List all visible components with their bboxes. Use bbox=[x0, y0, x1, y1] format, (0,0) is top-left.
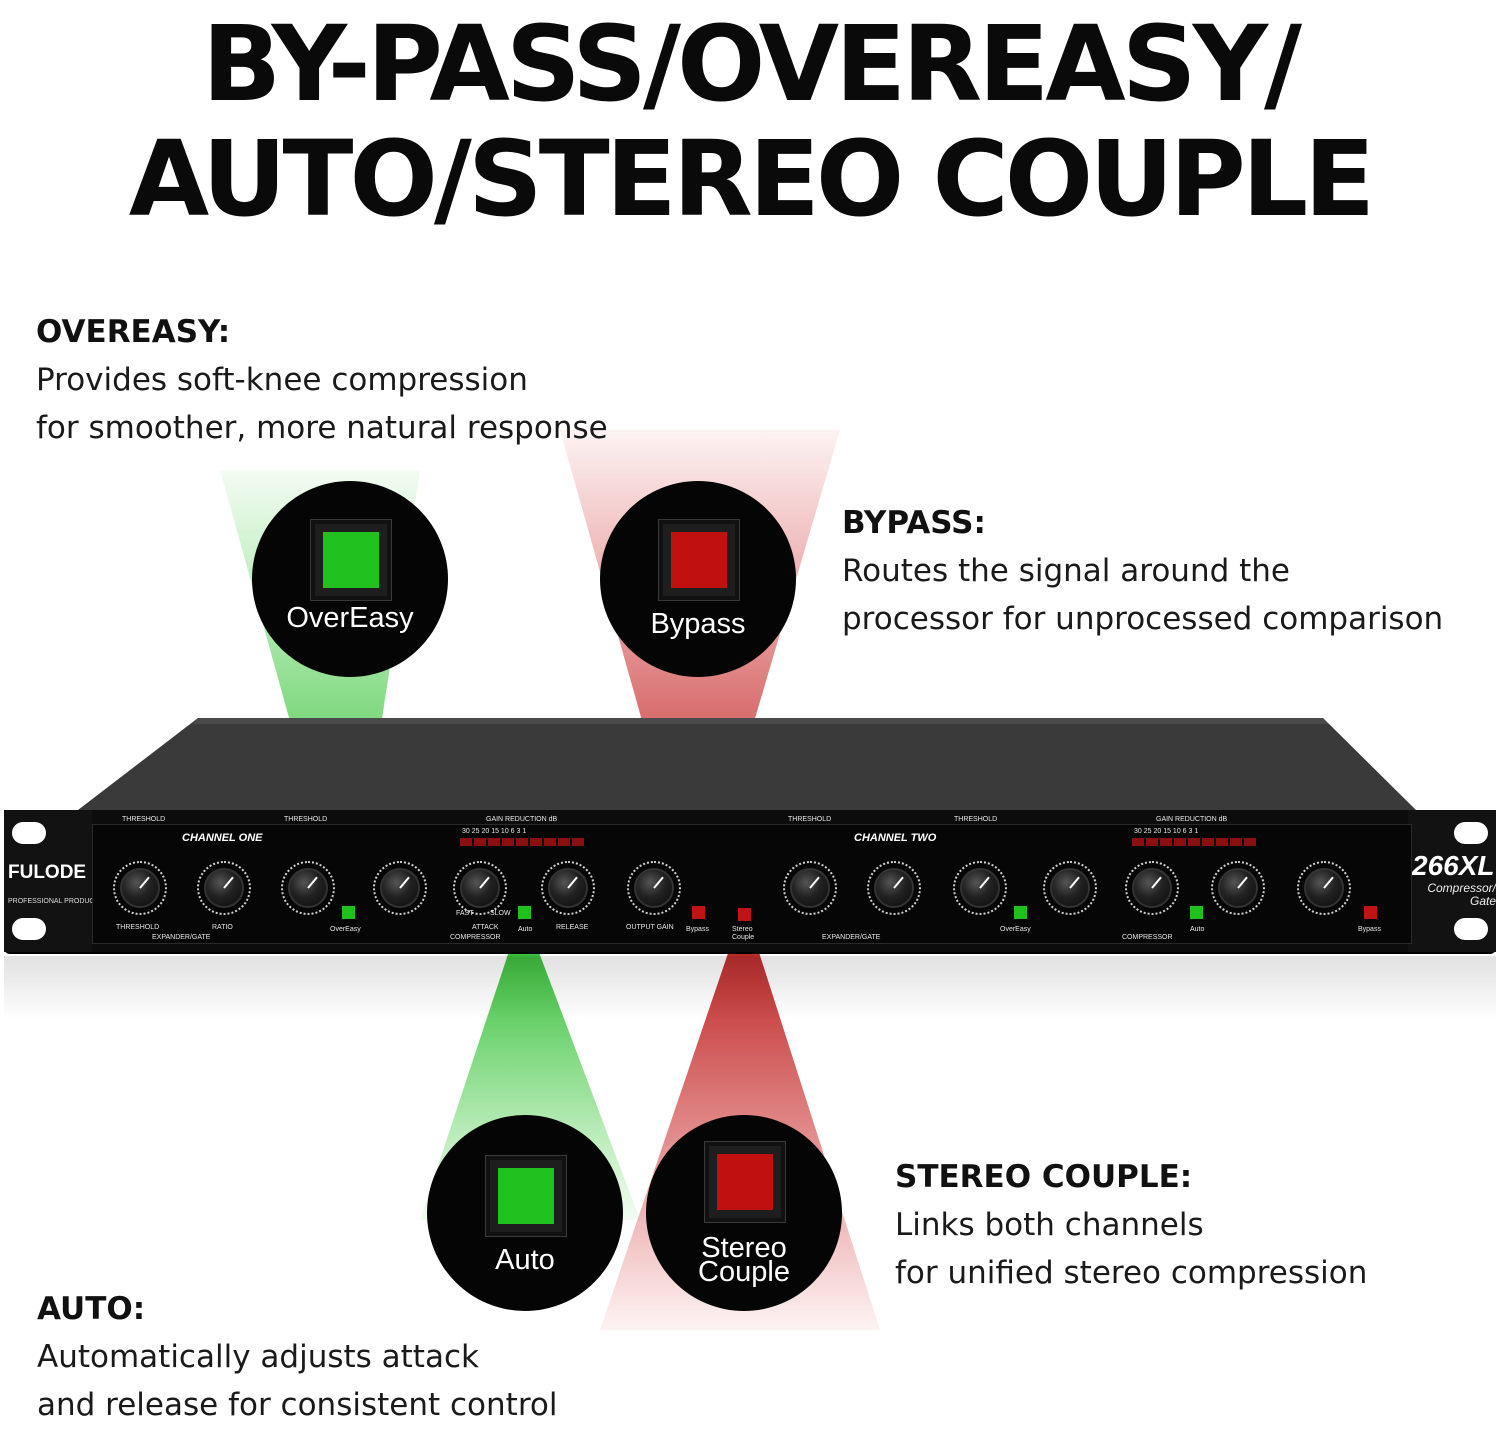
expander-threshold-knob[interactable] bbox=[113, 861, 167, 915]
stereo-couple-callout-label-2: Couple bbox=[698, 1256, 790, 1288]
feature-overeasy-title: OVEREASY: bbox=[36, 314, 231, 350]
release-knob[interactable] bbox=[541, 861, 595, 915]
ratio-caption: RATIO bbox=[212, 924, 233, 931]
ch2-expander-threshold-knob[interactable] bbox=[783, 861, 837, 915]
ch2-overeasy-caption: OverEasy bbox=[1000, 926, 1031, 933]
rack-mount-hole bbox=[1454, 918, 1488, 940]
model-name: 266XL bbox=[1412, 850, 1495, 881]
rack-mount-hole bbox=[12, 822, 46, 844]
compressor-threshold-label: THRESHOLD bbox=[284, 816, 328, 823]
ch2-compressor-threshold-label: THRESHOLD bbox=[954, 816, 998, 823]
ch2-expander-threshold-label: THRESHOLD bbox=[788, 816, 832, 823]
model-subtitle-line-1: Compressor/ bbox=[1427, 881, 1496, 895]
feature-overeasy-line-2: for smoother, more natural response bbox=[36, 410, 608, 446]
bypass-callout-label: Bypass bbox=[650, 608, 746, 640]
auto-callout-label: Auto bbox=[495, 1244, 555, 1276]
bypass-callout: Bypass bbox=[600, 481, 796, 677]
ch2-compressor-ratio-knob[interactable] bbox=[1043, 861, 1097, 915]
ch2-bypass-switch[interactable] bbox=[1364, 906, 1377, 919]
gain-reduction-scale: 30 25 20 15 10 6 3 1 bbox=[462, 828, 527, 835]
brand-subtitle: PROFESSIONAL PRODUCTS bbox=[8, 898, 104, 905]
attack-slow-label: SLOW bbox=[490, 910, 511, 917]
overeasy-callout-label: OverEasy bbox=[286, 602, 414, 634]
headline-line-1: BY-PASS/OVEREASY/ bbox=[201, 3, 1302, 125]
auto-switch[interactable] bbox=[518, 906, 531, 919]
bypass-switch[interactable] bbox=[692, 906, 705, 919]
feature-overeasy-line-1: Provides soft-knee compression bbox=[36, 362, 528, 398]
ch2-overeasy-switch[interactable] bbox=[1014, 906, 1027, 919]
threshold-caption: THRESHOLD bbox=[116, 924, 160, 931]
feature-stereo-couple-line-1: Links both channels bbox=[895, 1207, 1204, 1243]
channel-one-label: CHANNEL ONE bbox=[182, 832, 263, 844]
rack-reflection bbox=[4, 956, 1496, 1020]
ch2-release-knob[interactable] bbox=[1211, 861, 1265, 915]
auto-callout: Auto bbox=[427, 1115, 623, 1311]
attack-fast-label: FAST bbox=[456, 910, 474, 917]
rack-mount-hole bbox=[1454, 822, 1488, 844]
feature-bypass-line-2: processor for unprocessed comparison bbox=[842, 601, 1444, 637]
overeasy-switch[interactable] bbox=[342, 906, 355, 919]
output-gain-caption: OUTPUT GAIN bbox=[626, 924, 674, 931]
stereo-couple-button-icon bbox=[704, 1141, 786, 1223]
brand-logo: FULODE bbox=[8, 862, 87, 883]
ch2-compressor-threshold-knob[interactable] bbox=[953, 861, 1007, 915]
feature-stereo-couple-line-2: for unified stereo compression bbox=[895, 1255, 1368, 1291]
auto-caption: Auto bbox=[518, 926, 533, 933]
attack-knob[interactable] bbox=[453, 861, 507, 915]
feature-auto: AUTO: Automatically adjusts attack and r… bbox=[37, 1291, 557, 1429]
overeasy-callout: OverEasy bbox=[252, 481, 448, 677]
stereo-couple-switch[interactable] bbox=[738, 908, 751, 921]
channel-two-label: CHANNEL TWO bbox=[854, 832, 937, 844]
rack-mount-hole bbox=[12, 918, 46, 940]
ch2-expander-gate-section-label: EXPANDER/GATE bbox=[822, 934, 881, 941]
feature-bypass-line-1: Routes the signal around the bbox=[842, 553, 1291, 589]
overeasy-caption: OverEasy bbox=[330, 926, 361, 933]
feature-bypass: BYPASS: Routes the signal around the pro… bbox=[842, 505, 1443, 643]
couple-caption: Couple bbox=[732, 934, 755, 941]
rack-unit-front-panel: FULODE PROFESSIONAL PRODUCTS 266XL Compr… bbox=[4, 810, 1496, 952]
feature-auto-line-2: and release for consistent control bbox=[37, 1387, 558, 1423]
rack-ear-right bbox=[1408, 810, 1496, 952]
expander-gate-section-label: EXPANDER/GATE bbox=[152, 934, 211, 941]
headline-line-2: AUTO/STEREO COUPLE bbox=[128, 118, 1375, 240]
feature-overeasy: OVEREASY: Provides soft-knee compression… bbox=[36, 314, 608, 452]
rack-chassis-top bbox=[78, 718, 1416, 810]
ch2-expander-ratio-knob[interactable] bbox=[867, 861, 921, 915]
feature-stereo-couple-title: STEREO COUPLE: bbox=[895, 1159, 1193, 1195]
overeasy-button-icon bbox=[310, 519, 392, 601]
feature-auto-title: AUTO: bbox=[37, 1291, 146, 1327]
gain-reduction-label: GAIN REDUCTION dB bbox=[486, 816, 558, 823]
feature-stereo-couple: STEREO COUPLE: Links both channels for u… bbox=[895, 1159, 1367, 1297]
ch2-gain-reduction-meter bbox=[1132, 838, 1258, 846]
attack-caption: ATTACK bbox=[472, 924, 499, 931]
ch2-attack-knob[interactable] bbox=[1125, 861, 1179, 915]
release-caption: RELEASE bbox=[556, 924, 589, 931]
compressor-ratio-knob[interactable] bbox=[373, 861, 427, 915]
ch2-compressor-section-label: COMPRESSOR bbox=[1122, 934, 1173, 941]
compressor-section-label: COMPRESSOR bbox=[450, 934, 501, 941]
model-subtitle-line-2: Gate bbox=[1469, 894, 1496, 908]
feature-auto-line-1: Automatically adjusts attack bbox=[37, 1339, 479, 1375]
ch2-output-gain-knob[interactable] bbox=[1297, 861, 1351, 915]
expander-ratio-knob[interactable] bbox=[197, 861, 251, 915]
stereo-caption: Stereo bbox=[732, 926, 753, 933]
ch2-gain-reduction-scale: 30 25 20 15 10 6 3 1 bbox=[1134, 828, 1199, 835]
bypass-caption: Bypass bbox=[686, 926, 709, 933]
bypass-button-icon bbox=[658, 519, 740, 601]
output-gain-knob[interactable] bbox=[627, 861, 681, 915]
gain-reduction-meter bbox=[460, 838, 586, 846]
expander-threshold-label: THRESHOLD bbox=[122, 816, 166, 823]
stereo-couple-callout: Stereo Couple bbox=[646, 1115, 842, 1311]
ch2-gain-reduction-label: GAIN REDUCTION dB bbox=[1156, 816, 1228, 823]
auto-button-icon bbox=[485, 1155, 567, 1237]
compressor-threshold-knob[interactable] bbox=[281, 861, 335, 915]
ch2-auto-switch[interactable] bbox=[1190, 906, 1203, 919]
ch2-bypass-caption: Bypass bbox=[1358, 926, 1381, 933]
stereo-couple-callout-label-1: Stereo bbox=[701, 1232, 787, 1264]
feature-bypass-title: BYPASS: bbox=[842, 505, 986, 541]
rack-ear-left bbox=[4, 810, 92, 952]
model-subtitle: Compressor/ Gate bbox=[1424, 882, 1496, 908]
ch2-auto-caption: Auto bbox=[1190, 926, 1205, 933]
